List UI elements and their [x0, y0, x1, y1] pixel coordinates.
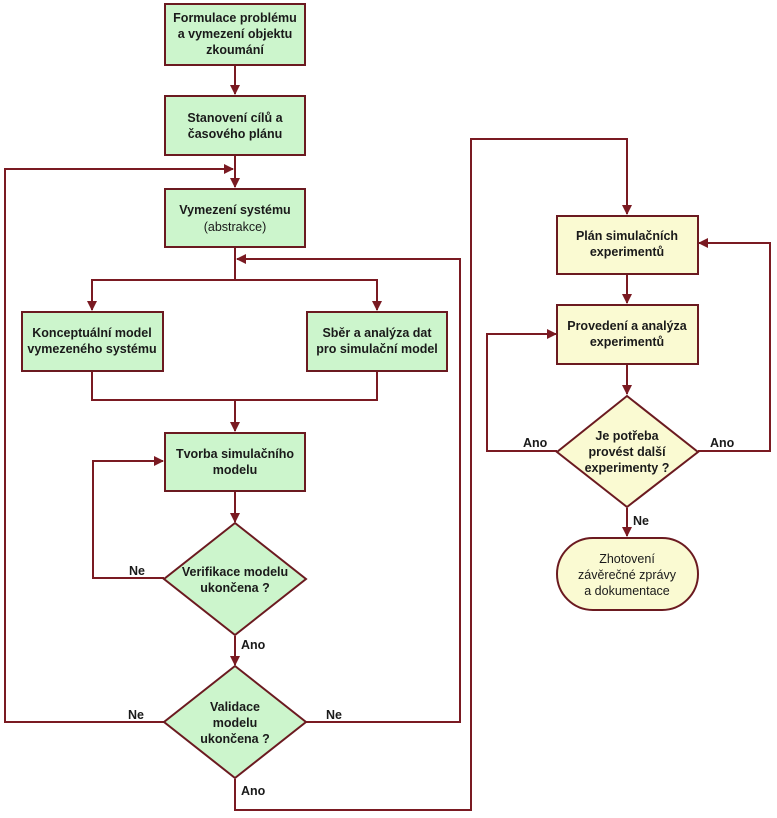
text-potreba-2: provést další [588, 445, 666, 459]
text-plan-2: experimentů [590, 245, 664, 259]
nodes: Formulace problému a vymezení objektu zk… [21, 3, 700, 780]
node-formulace: Formulace problému a vymezení objektu zk… [164, 3, 306, 66]
text-zhotoveni-3: a dokumentace [584, 584, 670, 598]
node-konceptualni: Konceptuální model vymezeného systému [21, 311, 164, 372]
box-stanoveni [164, 95, 306, 156]
edge-validace-ano-to-plan [234, 138, 632, 811]
text-sber-2: pro simulační model [316, 342, 438, 356]
text-verifikace-2: ukončena ? [200, 581, 269, 595]
node-provedeni: Provedení a analýza experimentů [556, 304, 699, 365]
diamond-validace [162, 664, 308, 780]
text-stanoveni-2: časového plánu [188, 127, 282, 141]
text-formulace-2: a vymezení objektu [178, 27, 293, 41]
text-tvorba-2: modelu [213, 463, 257, 477]
box-formulace [164, 3, 306, 66]
diamond-verifikace [162, 521, 308, 637]
text-formulace-1: Formulace problému [173, 11, 297, 25]
label-validace-ne-left: Ne [128, 708, 144, 722]
box-tvorba [164, 432, 306, 492]
text-validace-2: modelu [213, 716, 257, 730]
label-potreba-ne: Ne [633, 514, 649, 528]
edges [4, 65, 771, 811]
text-vymezeni-1: Vymezení systému [179, 203, 290, 217]
label-validace-ano: Ano [241, 784, 266, 798]
edge-potreba-ano-left-loop [486, 329, 557, 452]
text-konceptualni-2: vymezeného systému [27, 342, 156, 356]
label-validace-ne-right: Ne [326, 708, 342, 722]
node-zhotoveni: Zhotovení závěrečné zprávy a dokumentace [556, 537, 699, 611]
text-validace-3: ukončena ? [200, 732, 269, 746]
edge-konceptualni-merge [91, 371, 378, 401]
terminator-zhotoveni [556, 537, 699, 611]
edge-validace-ne-left-loop [4, 164, 234, 723]
box-provedeni [556, 304, 699, 365]
label-potreba-ano-left: Ano [523, 436, 548, 450]
text-formulace-3: zkoumání [206, 43, 264, 57]
text-zhotoveni-2: závěrečné zprávy [578, 568, 677, 582]
node-tvorba: Tvorba simulačního modelu [164, 432, 306, 492]
text-verifikace-1: Verifikace modelu [182, 565, 288, 579]
box-vymezeni [164, 188, 306, 248]
text-zhotoveni-1: Zhotovení [599, 552, 655, 566]
text-plan-1: Plán simulačních [576, 229, 678, 243]
label-verifikace-ne: Ne [129, 564, 145, 578]
text-validace-1: Validace [210, 700, 260, 714]
text-potreba-1: Je potřeba [595, 429, 659, 443]
text-potreba-3: experimenty ? [585, 461, 670, 475]
edge-verifikace-ne-loop [92, 456, 164, 579]
text-provedeni-1: Provedení a analýza [567, 319, 688, 333]
edge-potreba-ano-right-loop [698, 238, 771, 452]
edge-split-konceptualni [87, 279, 235, 311]
text-tvorba-1: Tvorba simulačního [176, 447, 294, 461]
text-sber-1: Sběr a analýza dat [322, 326, 432, 340]
edge-labels: Ne Ano Ne Ne Ano Ano Ano Ne [128, 436, 735, 798]
box-konceptualni [21, 311, 164, 372]
node-verifikace: Verifikace modelu ukončena ? [162, 521, 308, 637]
edge-validace-ne-right-loop [236, 254, 461, 723]
label-potreba-ano-right: Ano [710, 436, 735, 450]
node-vymezeni: Vymezení systému (abstrakce) [164, 188, 306, 248]
node-validace: Validace modelu ukončena ? [162, 664, 308, 780]
diamond-potreba [555, 394, 700, 509]
node-potreba: Je potřeba provést další experimenty ? [555, 394, 700, 509]
edge-split-sber [235, 279, 382, 311]
node-stanoveni: Stanovení cílů a časového plánu [164, 95, 306, 156]
text-konceptualni-1: Konceptuální model [32, 326, 151, 340]
text-stanoveni-1: Stanovení cílů a [187, 111, 283, 125]
box-sber [306, 311, 448, 372]
text-provedeni-2: experimentů [590, 335, 664, 349]
text-vymezeni-sub: (abstrakce) [204, 220, 267, 234]
node-plan: Plán simulačních experimentů [556, 215, 699, 275]
label-verifikace-ano: Ano [241, 638, 266, 652]
box-plan [556, 215, 699, 275]
node-sber: Sběr a analýza dat pro simulační model [306, 311, 448, 372]
